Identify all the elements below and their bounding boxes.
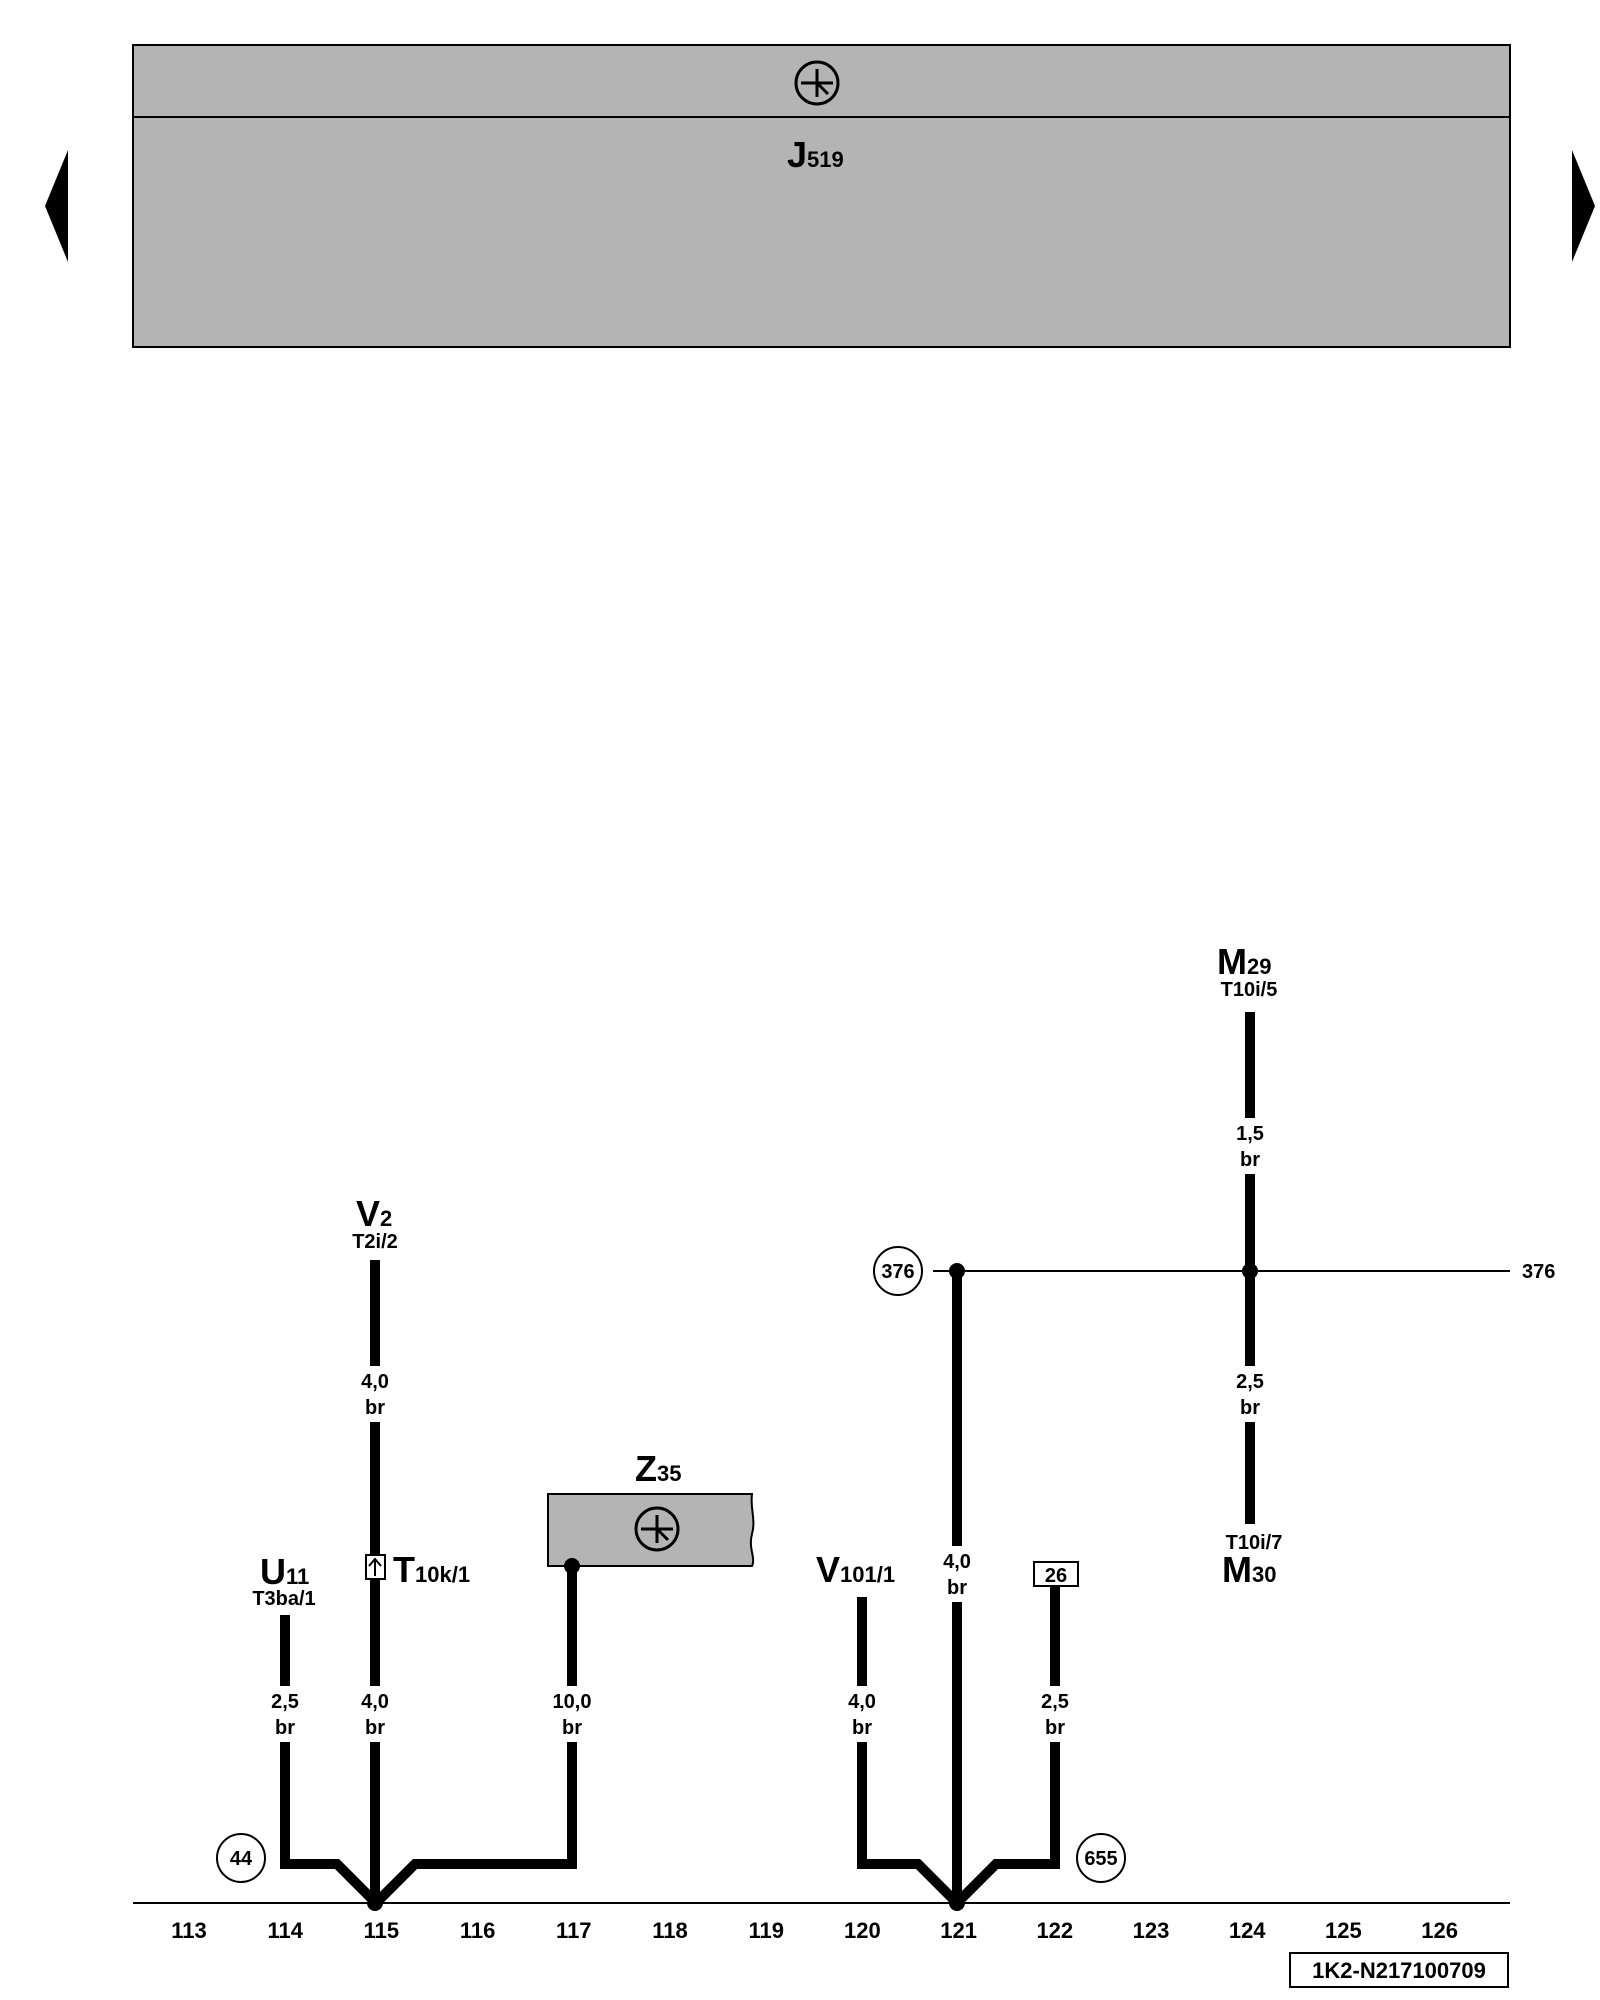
track-number: 125 xyxy=(1325,1918,1362,1943)
svg-text:44: 44 xyxy=(230,1848,253,1870)
wire-label-114: 2,5 br xyxy=(262,1686,308,1742)
track-number: 121 xyxy=(940,1918,977,1943)
u11-pin-label: T3ba/1 xyxy=(252,1588,315,1610)
next-page-arrow[interactable] xyxy=(1572,150,1595,262)
heater-element-icon xyxy=(634,1506,680,1552)
control-unit-panel: J519 xyxy=(132,44,1511,348)
svg-text:4,0: 4,0 xyxy=(848,1691,876,1713)
wire-114 xyxy=(280,1615,380,1907)
wire-label-117: 10,0 br xyxy=(544,1686,600,1742)
line-376-label: 376 xyxy=(1522,1261,1555,1283)
track-number: 115 xyxy=(364,1918,400,1943)
track-number: 123 xyxy=(1133,1918,1170,1943)
track-number: 116 xyxy=(460,1918,496,1943)
svg-text:2,5: 2,5 xyxy=(271,1691,299,1713)
junction-dot-124 xyxy=(1242,1263,1258,1279)
svg-text:br: br xyxy=(365,1717,385,1739)
svg-text:br: br xyxy=(275,1717,295,1739)
wire-117 xyxy=(372,1566,577,1907)
svg-text:4,0: 4,0 xyxy=(361,1691,389,1713)
svg-text:M30: M30 xyxy=(1222,1549,1276,1590)
v101-connector: V101/1 xyxy=(816,1549,895,1590)
svg-text:26: 26 xyxy=(1045,1565,1067,1587)
m30-connector: T10i/7 M30 xyxy=(1222,1532,1282,1590)
svg-text:br: br xyxy=(852,1717,872,1739)
track-number: 114 xyxy=(267,1918,303,1943)
wire-label-124-lower: 2,5 br xyxy=(1227,1366,1273,1422)
svg-text:br: br xyxy=(365,1397,385,1419)
wire-120 xyxy=(857,1597,961,1907)
ref-circle-44: 44 xyxy=(216,1833,266,1883)
diagram-code-box: 1K2-N217100709 xyxy=(1289,1952,1509,1988)
track-number: 126 xyxy=(1421,1918,1458,1943)
svg-text:4,0: 4,0 xyxy=(943,1551,971,1573)
svg-text:br: br xyxy=(562,1717,582,1739)
track-number: 113 xyxy=(171,1918,207,1943)
svg-text:2,5: 2,5 xyxy=(1236,1371,1264,1393)
v2-connector: V2 T2i/2 xyxy=(352,1193,398,1253)
wire-label-115-upper: 4,0 br xyxy=(352,1366,398,1422)
electronic-component-icon xyxy=(794,60,840,106)
track-number: 118 xyxy=(652,1918,688,1943)
svg-text:1,5: 1,5 xyxy=(1236,1123,1264,1145)
svg-text:U11: U11 xyxy=(260,1551,309,1592)
v2-pin-label: T2i/2 xyxy=(352,1231,398,1253)
track-number: 119 xyxy=(748,1918,784,1943)
wire-label-124-upper: 1,5 br xyxy=(1227,1118,1273,1174)
ref-box-26: 26 xyxy=(1033,1561,1079,1587)
svg-text:V2: V2 xyxy=(356,1193,392,1234)
svg-text:T10k/1: T10k/1 xyxy=(393,1549,470,1590)
track-number-axis: 113 114 115 116 117 118 119 120 121 122 123 124 125 1… xyxy=(171,1918,1458,1943)
svg-text:10,0: 10,0 xyxy=(553,1691,592,1713)
wire-122 xyxy=(953,1587,1060,1907)
svg-text:Z35: Z35 xyxy=(635,1448,681,1489)
wire-label-121: 4,0 br xyxy=(934,1546,980,1602)
t10k-connector: T10k/1 xyxy=(365,1549,470,1590)
svg-text:M29: M29 xyxy=(1217,941,1271,982)
svg-text:655: 655 xyxy=(1084,1848,1117,1870)
svg-text:br: br xyxy=(1240,1149,1260,1171)
track-number: 120 xyxy=(844,1918,881,1943)
wire-label-120: 4,0 br xyxy=(839,1686,885,1742)
m29-pin-label: T10i/5 xyxy=(1221,979,1278,1001)
svg-text:2,5: 2,5 xyxy=(1041,1691,1069,1713)
ground-point-115 xyxy=(367,1895,383,1911)
wire-label-115-lower: 4,0 br xyxy=(352,1686,398,1742)
ref-circle-655: 655 xyxy=(1076,1833,1126,1883)
track-number: 124 xyxy=(1229,1918,1266,1943)
svg-text:376: 376 xyxy=(881,1261,914,1283)
ref-circle-376: 376 xyxy=(873,1246,923,1296)
svg-text:4,0: 4,0 xyxy=(361,1371,389,1393)
m30-pin-label: T10i/7 xyxy=(1226,1532,1283,1554)
svg-text:br: br xyxy=(1045,1717,1065,1739)
wire-labels: 2,5 br 4,0 br 4,0 br 10,0 br 4,0 br 4,0 … xyxy=(262,1118,1273,1742)
u11-connector: U11 T3ba/1 xyxy=(252,1551,315,1610)
svg-text:br: br xyxy=(1240,1397,1260,1419)
track-number: 122 xyxy=(1036,1918,1073,1943)
z35-junction-dot xyxy=(564,1558,580,1574)
module-label: J519 xyxy=(787,134,844,175)
m29-connector: M29 T10i/5 xyxy=(1217,941,1277,1001)
previous-page-arrow[interactable] xyxy=(45,150,68,262)
z35-component: Z35 xyxy=(547,1448,755,1567)
track-number: 117 xyxy=(556,1918,592,1943)
diagram-code: 1K2-N217100709 xyxy=(1312,1958,1486,1983)
wire-label-122: 2,5 br xyxy=(1032,1686,1078,1742)
svg-text:br: br xyxy=(947,1577,967,1599)
